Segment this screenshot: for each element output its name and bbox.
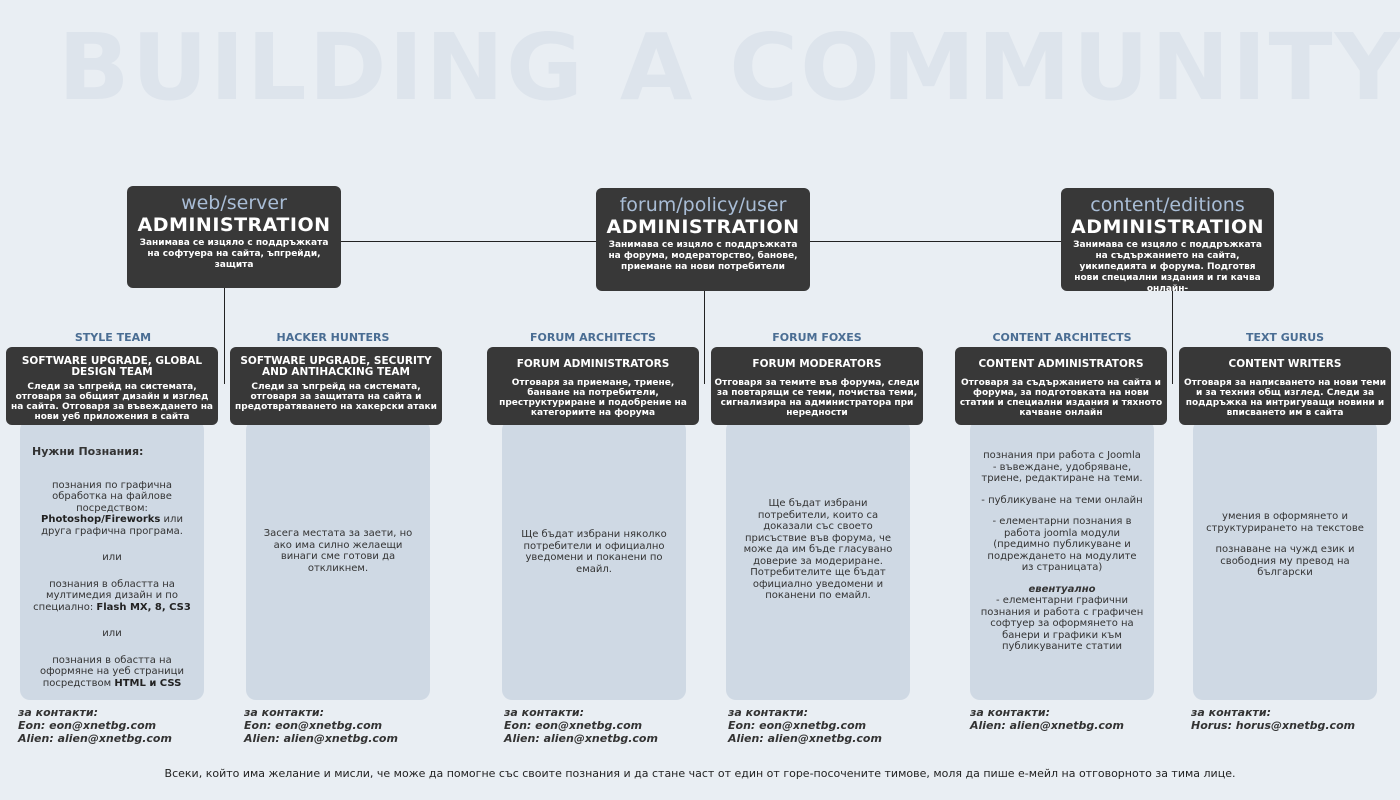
team-box-forum-fox: FORUM MODERATORS Отговаря за темите във … <box>711 347 923 425</box>
panel-paragraph: - елементарни графични познания и работа… <box>980 595 1144 652</box>
panel-forum-arch-text: Ще бъдат избрани няколко потребители и о… <box>521 529 667 575</box>
team-label-text-gurus: TEXT GURUS <box>1245 331 1325 344</box>
contact-line[interactable]: Eon: eon@xnetbg.com <box>728 719 867 732</box>
team-box-text-gurus: CONTENT WRITERS Отговаря за написването … <box>1179 347 1391 425</box>
panel-paragraph: познания по графична обработка на файлов… <box>30 480 194 538</box>
contact-text-gurus: за контакти: Horus: horus@xnetbg.com <box>1191 706 1355 732</box>
team-title: FORUM ADMINISTRATORS <box>516 358 670 370</box>
team-desc: Следи за ъпгрейд на системата, отговаря … <box>11 382 213 422</box>
contact-forum-fox: за контакти: Eon: eon@xnetbg.com Alien: … <box>728 706 882 745</box>
panel-text: познания по графична обработка на файлов… <box>51 479 173 514</box>
team-label-style: STYLE TEAM <box>74 331 152 344</box>
team-label-content-arch: CONTENT ARCHITECTS <box>992 331 1132 344</box>
contact-line[interactable]: Eon: eon@xnetbg.com <box>504 719 643 732</box>
team-title: SOFTWARE UPGRADE, SECURITY AND ANTIHACKI… <box>240 355 432 378</box>
admin-forum-policy-user: forum/policy/user ADMINISTRATION Занимав… <box>596 188 810 291</box>
admin-content-editions: content/editions ADMINISTRATION Занимава… <box>1061 188 1274 294</box>
team-label-forum-fox: FORUM FOXES <box>772 331 862 344</box>
panel-hacker-text: Засега местата за заети, но ако има силн… <box>263 528 413 574</box>
admin-web-server: web/server ADMINISTRATION Занимава се из… <box>127 186 341 288</box>
contact-label: за контакти: <box>1191 706 1272 719</box>
admin-sub: content/editions <box>1090 194 1245 216</box>
contact-line[interactable]: Horus: horus@xnetbg.com <box>1191 719 1356 732</box>
panel-forum-fox-text: Ще бъдат избрани потребители, които са д… <box>743 498 893 601</box>
footer-note: Всеки, който има желание и мисли, че мож… <box>164 767 1236 780</box>
team-title: FORUM MODERATORS <box>752 358 882 370</box>
admin-main: ADMINISTRATION <box>137 214 331 236</box>
panel-forum-arch <box>502 420 686 700</box>
panel-content-arch <box>970 420 1154 700</box>
team-box-forum-arch: FORUM ADMINISTRATORS Отговаря за приеман… <box>487 347 699 425</box>
contact-line[interactable]: Alien: alien@xnetbg.com <box>244 732 398 745</box>
admin-main: ADMINISTRATION <box>606 216 800 238</box>
panel-content-arch-text: познания при работа с Joomla - въвеждане… <box>980 450 1144 653</box>
connector-content <box>1172 290 1173 384</box>
team-desc: Следи за ъпгрейд на системата, отговаря … <box>235 382 437 412</box>
panel-hacker <box>246 420 430 700</box>
contact-label: за контакти: <box>18 706 99 719</box>
admin-desc: Занимава се изцяло с поддръжката на софт… <box>139 238 329 270</box>
panel-paragraph: - публикуване на теми онлайн <box>981 494 1143 506</box>
panel-text: или друга графична програма. <box>41 514 183 537</box>
contact-content-arch: за контакти: Alien: alien@xnetbg.com <box>970 706 1124 732</box>
team-title: SOFTWARE UPGRADE, GLOBAL DESIGN TEAM <box>21 355 203 378</box>
panel-text-bold: Photoshop/Fireworks <box>41 514 161 525</box>
panel-or: или <box>102 552 122 563</box>
connector-forum <box>704 290 705 384</box>
team-label-forum-arch: FORUM ARCHITECTS <box>530 331 656 344</box>
contact-line[interactable]: Eon: eon@xnetbg.com <box>18 719 157 732</box>
contact-line[interactable]: Alien: alien@xnetbg.com <box>970 719 1124 732</box>
contact-label: за контакти: <box>728 706 809 719</box>
panel-paragraph: умения в оформянето и структурирането на… <box>1206 511 1364 534</box>
contact-line[interactable]: Alien: alien@xnetbg.com <box>728 732 882 745</box>
panel-text: познания в обастта на оформяне на уеб ст… <box>40 654 184 689</box>
panel-forum-fox <box>726 420 910 700</box>
panel-text-gurus-text: умения в оформянето и структурирането на… <box>1205 511 1365 579</box>
contact-label: за контакти: <box>970 706 1051 719</box>
team-desc: Отговаря за написването на нови теми и з… <box>1183 378 1387 418</box>
contact-label: за контакти: <box>504 706 585 719</box>
panel-text-gurus <box>1193 420 1377 700</box>
panel-paragraph: познания при работа с Joomla - въвеждане… <box>981 450 1143 484</box>
team-title: CONTENT ADMINISTRATORS <box>978 358 1144 370</box>
admin-desc: Занимава се изцяло с поддръжката на фору… <box>608 240 798 272</box>
panel-paragraph: познания в обастта на оформяне на уеб ст… <box>30 655 194 690</box>
panel-paragraph: познания в областта на мултимедия дизайн… <box>30 579 194 614</box>
team-label-hacker: HACKER HUNTERS <box>276 331 390 344</box>
team-box-content-arch: CONTENT ADMINISTRATORS Отговаря за съдър… <box>955 347 1167 425</box>
contact-hacker: за контакти: Eon: eon@xnetbg.com Alien: … <box>244 706 398 745</box>
connector-web <box>224 288 225 384</box>
contact-label: за контакти: <box>244 706 325 719</box>
panel-paragraph: - елементарни познания в работа joomla м… <box>987 516 1137 573</box>
panel-style <box>20 420 204 700</box>
team-box-style: SOFTWARE UPGRADE, GLOBAL DESIGN TEAM Сле… <box>6 347 218 425</box>
team-desc: Отговаря за темите във форума, следи за … <box>714 378 920 418</box>
team-desc: Отговаря за приемане, триене, банване на… <box>499 378 687 418</box>
watermark-title: BUILDING A COMMUNITY <box>58 14 1400 121</box>
contact-line[interactable]: Eon: eon@xnetbg.com <box>244 719 383 732</box>
contact-line[interactable]: Alien: alien@xnetbg.com <box>504 732 658 745</box>
panel-emphasis: евентуално <box>1028 583 1096 595</box>
panel-or: или <box>102 628 122 639</box>
admin-sub: web/server <box>181 192 287 214</box>
panel-text-bold: Flash MX, 8, CS3 <box>96 601 191 613</box>
contact-forum-arch: за контакти: Eon: eon@xnetbg.com Alien: … <box>504 706 658 745</box>
panel-text-bold: HTML и CSS <box>114 677 182 689</box>
admin-sub: forum/policy/user <box>619 194 787 216</box>
admin-main: ADMINISTRATION <box>1070 216 1264 238</box>
team-desc: Отговаря за съдържанието на сайта и фору… <box>959 378 1163 418</box>
admin-desc: Занимава се изцяло с поддръжката на съдъ… <box>1073 240 1262 294</box>
panel-style-text: Нужни Познания: познания по графична обр… <box>30 446 194 689</box>
team-title: CONTENT WRITERS <box>1228 358 1342 370</box>
panel-text: познания в областта на мултимедия дизайн… <box>33 578 178 613</box>
panel-heading: Нужни Познания: <box>32 445 144 458</box>
panel-paragraph: познаване на чужд език и свободния му пр… <box>1215 544 1355 578</box>
contact-line[interactable]: Alien: alien@xnetbg.com <box>18 732 172 745</box>
team-box-hacker: SOFTWARE UPGRADE, SECURITY AND ANTIHACKI… <box>230 347 442 425</box>
contact-style: за контакти: Eon: eon@xnetbg.com Alien: … <box>18 706 172 745</box>
